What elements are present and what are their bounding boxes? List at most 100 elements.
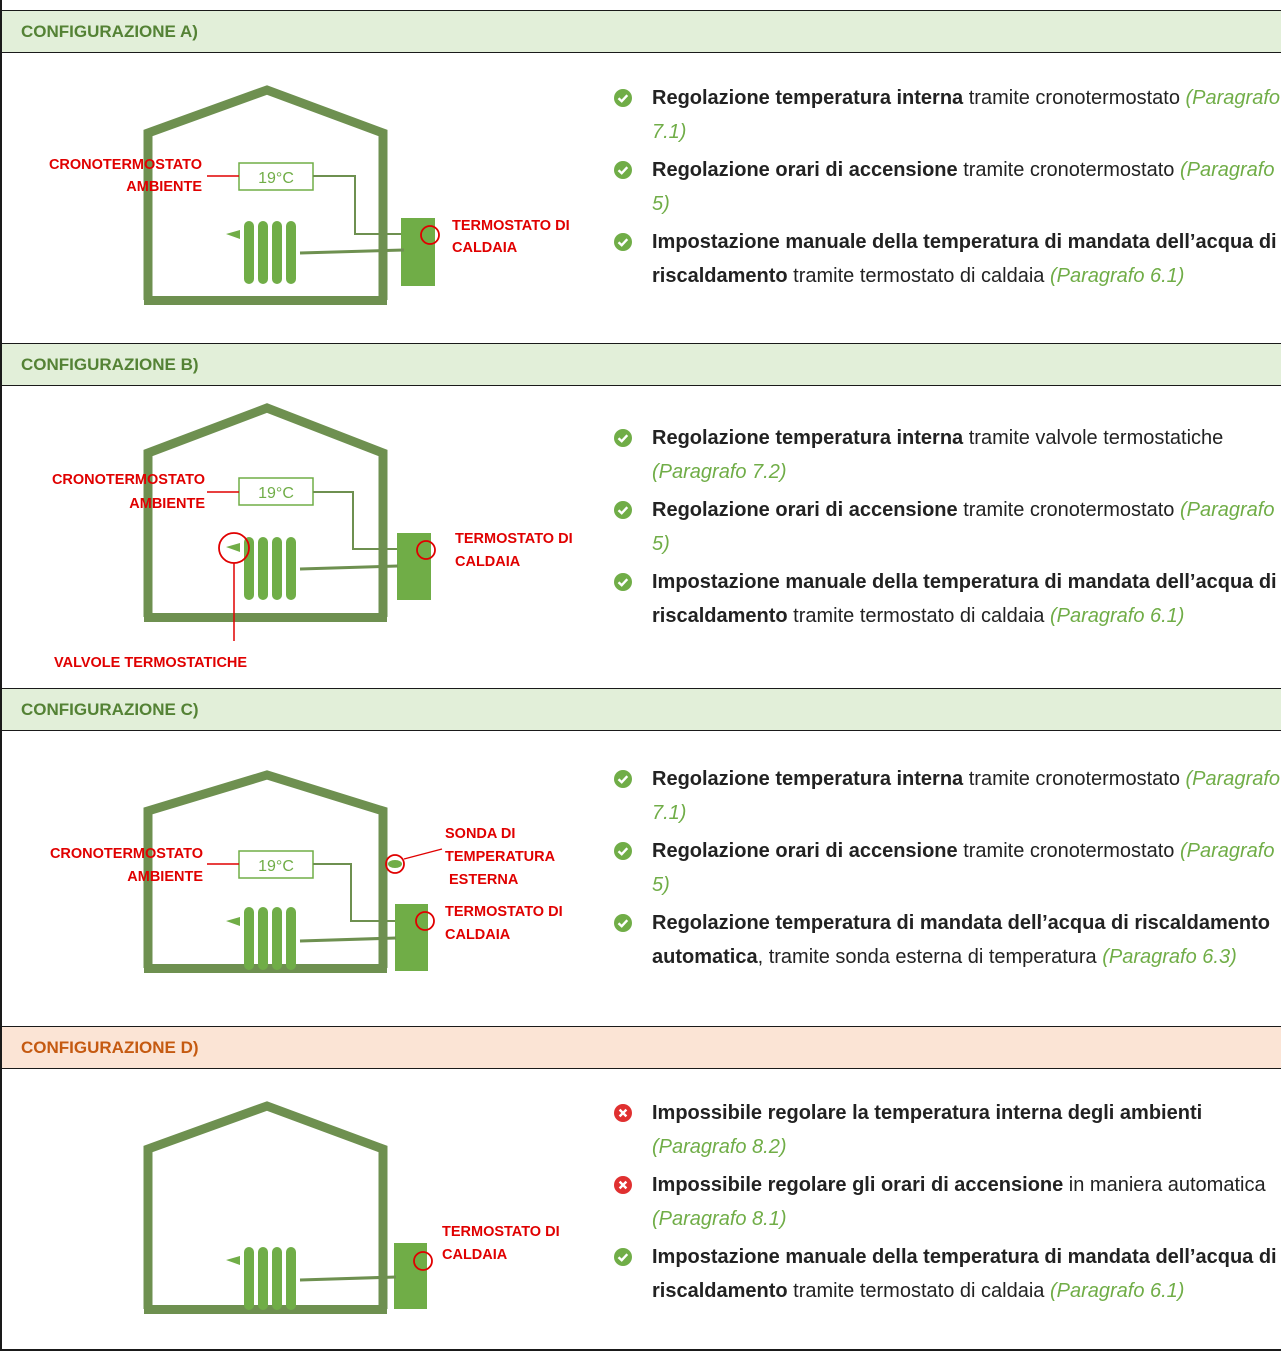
bullet-bold: Regolazione temperatura interna: [652, 427, 964, 449]
bullet-item: Regolazione orari di accensione tramite …: [614, 153, 1281, 221]
bullet-text: tramite cronotermostato: [957, 159, 1180, 181]
bullet-text: , tramite sonda esterna di temperatura: [757, 946, 1103, 968]
boiler-label-line2: CALDAIA: [442, 1247, 508, 1263]
bullet-bold: Impossibile regolare gli orari di accens…: [652, 1174, 1064, 1196]
chronothermostat-temp: 19°C: [258, 170, 294, 187]
boiler: [395, 904, 428, 971]
floor: [144, 1305, 387, 1314]
section-d-bullets: Impossibile regolare la temperatura inte…: [614, 1096, 1281, 1312]
bullet-bold: Regolazione orari di accensione: [652, 159, 958, 181]
crono-label-line1: CRONOTERMOSTATO: [49, 157, 202, 173]
bullet-item: Regolazione temperatura interna tramite …: [614, 762, 1281, 830]
check-icon: [614, 770, 632, 788]
check-icon: [614, 914, 632, 932]
section-a-header: CONFIGURAZIONE A): [2, 10, 1281, 53]
probe-label-line1: SONDA DI: [445, 826, 515, 842]
floor: [144, 296, 387, 305]
probe-label-line2: TEMPERATURA: [445, 849, 556, 865]
check-icon: [614, 842, 632, 860]
boiler-thermostat-marker: [416, 540, 436, 560]
bullet-bold: Regolazione temperatura di mandata dell’…: [652, 912, 1270, 968]
paragraph-ref: (Paragrafo 8.1): [652, 1208, 787, 1230]
bullet-text: in maniera automatica: [1063, 1174, 1266, 1196]
bullet-bold: Regolazione orari di accensione: [652, 840, 958, 862]
check-icon: [614, 501, 632, 519]
bullet-item: Impostazione manuale della temperatura d…: [614, 225, 1281, 293]
check-icon: [614, 89, 632, 107]
house-outline: [143, 770, 388, 968]
crono-wire: [313, 175, 403, 235]
bullet-item: Regolazione orari di accensione tramite …: [614, 493, 1281, 561]
probe-marker: [385, 854, 405, 874]
boiler-label-line1: TERMOSTATO DI: [455, 531, 573, 547]
section-b-header: CONFIGURAZIONE B): [2, 343, 1281, 386]
section-a-diagram: 19°C CRONOTERMOSTATO AMBIENTE TERMOSTATO…: [49, 85, 570, 305]
house-outline: [143, 85, 388, 300]
radiator-pipe: [299, 936, 397, 943]
boiler-label-line1: TERMOSTATO DI: [445, 904, 563, 920]
section-c-bullets: Regolazione temperatura interna tramite …: [614, 762, 1281, 978]
radiator-pipe: [299, 248, 405, 255]
paragraph-ref: (Paragrafo 6.1): [1049, 605, 1185, 627]
section-b-diagram: 19°C CRONOTERMOSTATO AMBIENTE VALVOLE TE…: [52, 403, 573, 671]
bullet-item: Regolazione temperatura interna tramite …: [614, 81, 1281, 149]
paragraph-ref: (Paragrafo 5): [652, 499, 1275, 555]
valve: [226, 1256, 240, 1265]
bullet-text: tramite cronotermostato: [957, 499, 1180, 521]
boiler-label-line1: TERMOSTATO DI: [442, 1224, 560, 1240]
bullet-item: Regolazione orari di accensione tramite …: [614, 834, 1281, 902]
bottom-border: [2, 1349, 1281, 1351]
paragraph-ref: (Paragrafo 8.2): [652, 1136, 787, 1158]
bullet-item: Regolazione temperatura interna tramite …: [614, 421, 1281, 489]
section-a-bullets: Regolazione temperatura interna tramite …: [614, 81, 1281, 297]
bullet-text: tramite valvole termostatiche: [963, 427, 1224, 449]
boiler: [394, 1243, 427, 1309]
check-icon: [614, 233, 632, 251]
house-outline: [143, 403, 388, 617]
bullet-item: Impostazione manuale della temperatura d…: [614, 1240, 1281, 1308]
section-c-header: CONFIGURAZIONE C): [2, 688, 1281, 731]
paragraph-ref: (Paragrafo 5): [652, 159, 1275, 215]
boiler-label-line2: CALDAIA: [455, 554, 521, 570]
check-icon: [614, 573, 632, 591]
paragraph-ref: (Paragrafo 7.1): [652, 768, 1280, 824]
bullet-bold: Impostazione manuale della temperatura d…: [652, 231, 1277, 287]
cross-icon: [614, 1176, 632, 1194]
bullet-bold: Impostazione manuale della temperatura d…: [652, 571, 1277, 627]
bullet-bold: Regolazione temperatura interna: [652, 768, 964, 790]
bullet-item: Impossibile regolare gli orari di accens…: [614, 1168, 1281, 1236]
paragraph-ref: (Paragrafo 6.3): [1102, 946, 1237, 968]
check-icon: [614, 161, 632, 179]
house-outline: [143, 1101, 388, 1309]
bullet-item: Regolazione temperatura di mandata dell’…: [614, 906, 1281, 974]
boiler-label-line2: CALDAIA: [445, 927, 511, 943]
radiator-pipe: [299, 1275, 397, 1282]
bullet-bold: Impostazione manuale della temperatura d…: [652, 1246, 1277, 1302]
probe-label-line3: ESTERNA: [449, 872, 519, 888]
crono-wire: [313, 863, 396, 922]
crono-label-line1: CRONOTERMOSTATO: [50, 846, 203, 862]
boiler-thermostat-marker: [415, 911, 435, 931]
radiator-pipe: [299, 564, 399, 571]
external-probe: [388, 860, 402, 868]
section-d-header: CONFIGURAZIONE D): [2, 1026, 1281, 1069]
bullet-text: tramite cronotermostato: [963, 87, 1186, 109]
crono-wire: [313, 491, 398, 550]
boiler-label-line1: TERMOSTATO DI: [452, 218, 570, 234]
valve: [226, 230, 240, 239]
bullet-text: tramite cronotermostato: [963, 768, 1186, 790]
cross-icon: [614, 1104, 632, 1122]
boiler: [401, 218, 435, 286]
floor: [144, 613, 387, 622]
bullet-bold: Regolazione temperatura interna: [652, 87, 964, 109]
crono-label-line1: CRONOTERMOSTATO: [52, 472, 205, 488]
section-d-diagram: TERMOSTATO DI CALDAIA: [143, 1101, 560, 1314]
paragraph-ref: (Paragrafo 5): [652, 840, 1275, 896]
bullet-text: tramite termostato di caldaia: [787, 605, 1050, 627]
valve: [226, 543, 240, 552]
paragraph-ref: (Paragrafo 7.2): [652, 461, 787, 483]
bullet-item: Impostazione manuale della temperatura d…: [614, 565, 1281, 633]
bullet-item: Impossibile regolare la temperatura inte…: [614, 1096, 1281, 1164]
probe-leader: [403, 848, 443, 860]
